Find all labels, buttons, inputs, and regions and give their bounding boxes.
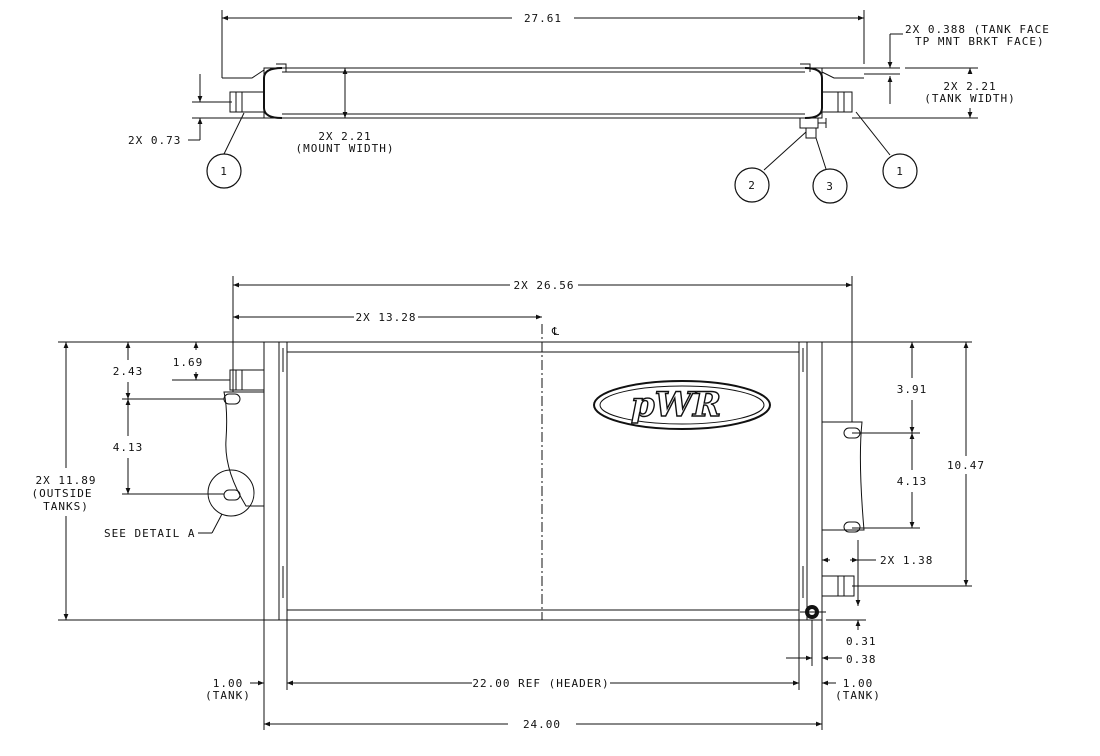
front-right-bracket — [821, 421, 865, 531]
dim-right-fitting-offset: 2X 1.38 — [880, 554, 933, 567]
see-detail-a: SEE DETAIL A — [104, 527, 195, 540]
dim-left-top-fitting: 1.69 — [173, 356, 204, 369]
top-left-tank — [263, 67, 283, 119]
dim-overall-mount: 2X 26.56 — [514, 279, 575, 292]
dim-header: 22.00 REF (HEADER) — [472, 677, 609, 690]
dim-outside-tanks-line3: TANKS) — [43, 500, 89, 513]
front-left-tank — [263, 341, 288, 621]
dim-overall-length: 27.61 — [524, 12, 562, 25]
dim-left-slot-spacing: 4.13 — [113, 441, 144, 454]
balloon-2-label: 2 — [748, 179, 756, 192]
balloon-2 — [734, 167, 770, 203]
centerline-symbol: ℄ — [551, 325, 560, 338]
pwr-logo-text: pWR — [631, 385, 721, 425]
dim-tank-face-line1: 2X 0.388 (TANK FACE — [905, 23, 1050, 36]
dim-fitting-offset: 2X 0.73 — [128, 134, 181, 147]
dim-left-tank-line1: 1.00 — [213, 677, 244, 690]
front-left-fitting — [229, 369, 265, 391]
dim-right-mount-top: 3.91 — [897, 383, 928, 396]
balloon-1-right-label: 1 — [896, 165, 904, 178]
top-drain-petcock — [799, 117, 827, 139]
dim-right-slot-spacing: 4.13 — [897, 475, 928, 488]
dim-outside-tanks-line1: 2X 11.89 — [36, 474, 97, 487]
balloon-1-left-label: 1 — [220, 165, 228, 178]
front-drain-petcock — [800, 605, 826, 619]
dim-overall-width: 24.00 — [523, 718, 561, 731]
balloon-1-right — [882, 153, 918, 189]
top-right-tank — [804, 67, 823, 119]
balloon-3-label: 3 — [826, 180, 834, 193]
detail-a-circle — [207, 469, 255, 517]
dim-drain-offset-b: 0.38 — [846, 653, 877, 666]
dim-right-tank-line1: 1.00 — [843, 677, 874, 690]
top-view: 27.61 2X 0.388 (TANK FACE TP MNT BRKT FA… — [128, 10, 1050, 204]
pwr-logo: pWR — [593, 380, 771, 430]
balloon-3 — [812, 168, 848, 204]
dim-right-fitting-height: 10.47 — [947, 459, 985, 472]
dim-tank-face-line2: TP MNT BRKT FACE) — [915, 35, 1045, 48]
top-left-fitting — [229, 91, 265, 113]
front-view: ℄ pWR 2X — [32, 276, 985, 731]
dim-tank-width-line2: (TANK WIDTH) — [924, 92, 1015, 105]
dim-tank-width-line1: 2X 2.21 — [943, 80, 996, 93]
top-right-fitting — [821, 91, 853, 113]
dim-right-tank-line2: (TANK) — [835, 689, 881, 702]
dim-half-width: 2X 13.28 — [356, 311, 417, 324]
dim-left-mount-top: 2.43 — [113, 365, 144, 378]
dim-drain-offset-a: 0.31 — [846, 635, 877, 648]
front-left-bracket — [223, 391, 265, 507]
top-core — [263, 67, 823, 119]
dim-outside-tanks-line2: (OUTSIDE — [32, 487, 93, 500]
dim-left-tank-line2: (TANK) — [205, 689, 251, 702]
dim-mount-width-line1: 2X 2.21 — [318, 130, 371, 143]
balloon-1-left — [206, 153, 242, 189]
dim-mount-width-line2: (MOUNT WIDTH) — [295, 142, 394, 155]
front-right-tank — [798, 341, 823, 621]
